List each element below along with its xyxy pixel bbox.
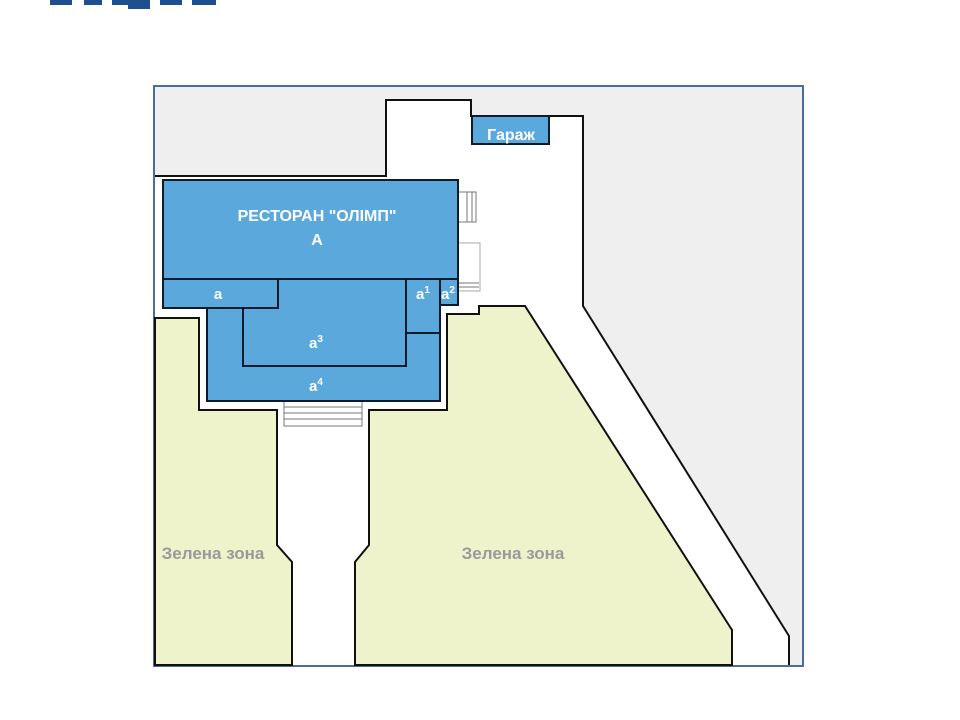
stairs-bottom [283, 400, 363, 427]
annex-a2-text: а [441, 286, 450, 303]
green-zone-left [154, 317, 293, 666]
green-zone-left-label: Зелена зона [162, 544, 265, 563]
annex-a4-label: а4 [309, 377, 323, 395]
annex-a [162, 278, 279, 309]
annex-a2-sup: 2 [449, 285, 455, 296]
garage-label: Гараж [487, 127, 535, 144]
annex-a4-text: а [309, 378, 318, 395]
annex-a3-label: а3 [309, 334, 323, 352]
building-main-a [162, 179, 459, 280]
annex-a1-text: а [416, 286, 425, 303]
annex-a3-sup: 3 [317, 334, 323, 345]
green-zone-right [354, 305, 733, 666]
building [162, 115, 550, 402]
annex-a1-label: а1 [416, 285, 430, 303]
garage [471, 115, 550, 145]
annex-a-label: а [214, 286, 223, 303]
annex-a1-sup: 1 [424, 285, 430, 296]
annex-a2-label: а2 [441, 285, 455, 303]
restaurant-name: РЕСТОРАН "ОЛІМП" [238, 208, 397, 225]
annex-a3-text: а [309, 335, 318, 352]
annex-a-text: а [214, 286, 223, 303]
green-zone-right-label: Зелена зона [462, 544, 565, 563]
annex-a4-sup: 4 [317, 377, 323, 388]
main-building-letter: А [311, 232, 323, 249]
title-fragment [50, 0, 216, 9]
